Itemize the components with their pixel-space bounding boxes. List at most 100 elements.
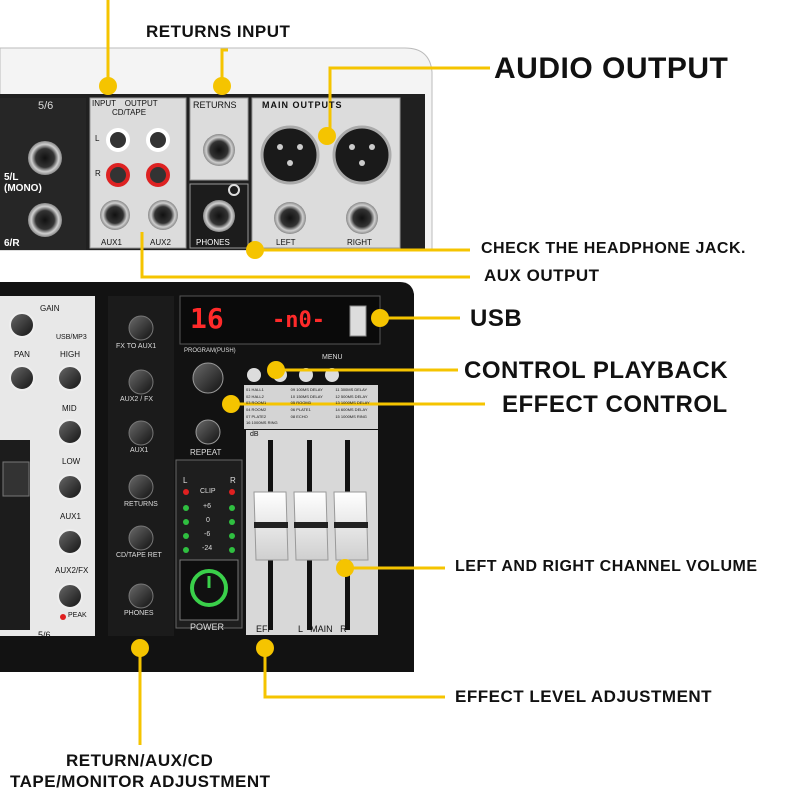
left-label: LEFT xyxy=(276,238,296,247)
callout-returns-input: RETURNS INPUT xyxy=(146,22,291,41)
input-mono-label: (MONO) xyxy=(4,183,42,194)
meter-r-label: R xyxy=(230,476,236,485)
display-mode: -n0- xyxy=(272,308,325,333)
cd-tape-label: CD/TAPE xyxy=(112,108,147,117)
effect-list-panel xyxy=(244,385,378,429)
effect-item: 16 1000MS RING xyxy=(246,420,278,426)
cd-tape-ret-label: CD/TAPE RET xyxy=(116,552,162,559)
callout-effect-control: EFFECT CONTROL xyxy=(502,391,728,418)
phones-label: PHONES xyxy=(196,238,230,247)
effect-item: 10 150MS DELAY xyxy=(290,393,323,399)
fx-to-aux1-label: FX TO AUX1 xyxy=(116,343,157,350)
program-label: PROGRAM(PUSH) xyxy=(184,348,236,354)
right-label: RIGHT xyxy=(347,238,372,247)
ch56-label: 5/6 xyxy=(38,100,54,112)
effect-item: 11 300MS DELAY xyxy=(335,387,368,392)
effect-item: 08 ECHO xyxy=(290,413,308,419)
program-knob xyxy=(192,362,224,394)
display-number: 16 xyxy=(190,302,224,335)
effect-item: 05 ROOM3 xyxy=(290,400,311,406)
meter-level-3: -24 xyxy=(202,545,213,552)
rca-output-l xyxy=(146,128,170,152)
aux2-fx-label: AUX2 / FX xyxy=(120,396,154,403)
gain-label: GAIN xyxy=(40,304,60,313)
channel-knobs xyxy=(9,312,83,620)
display-frame xyxy=(179,295,381,345)
aux1-jack xyxy=(100,200,130,230)
input-6r-label: 6/R xyxy=(4,238,20,249)
mid-label: MID xyxy=(62,404,77,413)
repeat-knob xyxy=(195,419,221,445)
pan-label: PAN xyxy=(14,350,30,359)
fader-caps xyxy=(253,491,369,561)
effect-item: 14 600MS DELAY xyxy=(335,406,368,412)
input-6r-jack xyxy=(28,203,62,237)
callout-lr-volume: LEFT AND RIGHT CHANNEL VOLUME xyxy=(455,558,758,575)
callout-return-aux-line2: TAPE/MONITOR ADJUSTMENT xyxy=(10,772,271,791)
callout-effect-level: EFFECT LEVEL ADJUSTMENT xyxy=(455,687,713,706)
ch56-bottom-label: 5/6 xyxy=(38,630,51,640)
master-knobs xyxy=(128,315,154,609)
aux2-jack xyxy=(148,200,178,230)
xlr-right-jack xyxy=(332,125,392,185)
callout-check-headphone: CHECK THE HEADPHONE JACK. xyxy=(481,240,746,257)
effect-item: 13 1000MS DELAY xyxy=(335,400,370,406)
menu-label: MENU xyxy=(322,354,343,361)
meter-level-2: -6 xyxy=(204,531,211,538)
phones-knob-label: PHONES xyxy=(124,610,154,617)
callout-audio-output: AUDIO OUTPUT xyxy=(494,52,729,85)
input-output-label: INPUT OUTPUT xyxy=(92,99,158,108)
right-out-jack xyxy=(346,202,378,234)
phones-jack xyxy=(203,200,235,232)
usb-port xyxy=(349,305,367,337)
l-main-r-label: L MAIN R xyxy=(298,624,347,634)
xlr-left-jack xyxy=(260,125,320,185)
rca-output-r xyxy=(146,163,170,187)
effect-item: 07 PLATE2 xyxy=(246,413,267,419)
effect-item: 02 HALL2 xyxy=(246,393,264,399)
usb-mp3-label: USB/MP3 xyxy=(56,334,87,341)
rca-l-label: L xyxy=(95,134,100,143)
peak-label: PEAK xyxy=(68,612,87,619)
channel-fader-knob xyxy=(2,461,30,497)
master-strip xyxy=(108,296,174,636)
aux1-label: AUX1 xyxy=(101,238,122,247)
effect-item: 15 1000MS RING xyxy=(335,413,367,419)
clip-label: CLIP xyxy=(200,488,216,495)
effect-item: 09 100MS DELAY xyxy=(290,387,323,392)
callout-aux-output: AUX OUTPUT xyxy=(484,266,600,285)
master-aux1-label: AUX1 xyxy=(130,447,149,454)
returns-jack xyxy=(203,134,235,166)
effect-item: 04 ROOM2 xyxy=(246,406,267,412)
callout-lines xyxy=(106,0,490,745)
callout-return-aux-line1: RETURN/AUX/CD xyxy=(66,751,214,770)
repeat-label: REPEAT xyxy=(190,448,222,457)
returns-label: RETURNS xyxy=(193,100,237,110)
rca-r-label: R xyxy=(95,169,101,178)
eff-label: EFF xyxy=(256,624,273,634)
fader-db-label: dB xyxy=(250,431,259,438)
callout-control-playback: CONTROL PLAYBACK xyxy=(464,357,729,384)
low-label: LOW xyxy=(62,457,81,466)
meter-level-0: +6 xyxy=(203,503,211,510)
callout-dots xyxy=(99,77,389,657)
ch-aux1-label: AUX1 xyxy=(60,512,81,521)
high-label: HIGH xyxy=(60,350,80,359)
input-5l-jack xyxy=(28,141,62,175)
input-5l-label: 5/L xyxy=(4,172,19,183)
power-label: POWER xyxy=(190,622,225,632)
headphone-indicator xyxy=(228,184,240,196)
main-outputs-label: MAIN OUTPUTS xyxy=(262,100,343,110)
callout-usb: USB xyxy=(470,305,523,332)
effect-item: 12 500MS DELAY xyxy=(335,393,368,399)
master-returns-label: RETURNS xyxy=(124,501,158,508)
effect-item: 01 HALL1 xyxy=(246,387,264,392)
aux2-label: AUX2 xyxy=(150,238,171,247)
effect-item: 06 PLATE1 xyxy=(290,406,311,412)
effect-item: 03 ROOM1 xyxy=(246,400,267,406)
meter-level-1: 0 xyxy=(206,517,210,524)
left-out-jack xyxy=(274,202,306,234)
effect-list: 01 HALL1 09 100MS DELAY 11 300MS DELAY 0… xyxy=(246,387,378,427)
